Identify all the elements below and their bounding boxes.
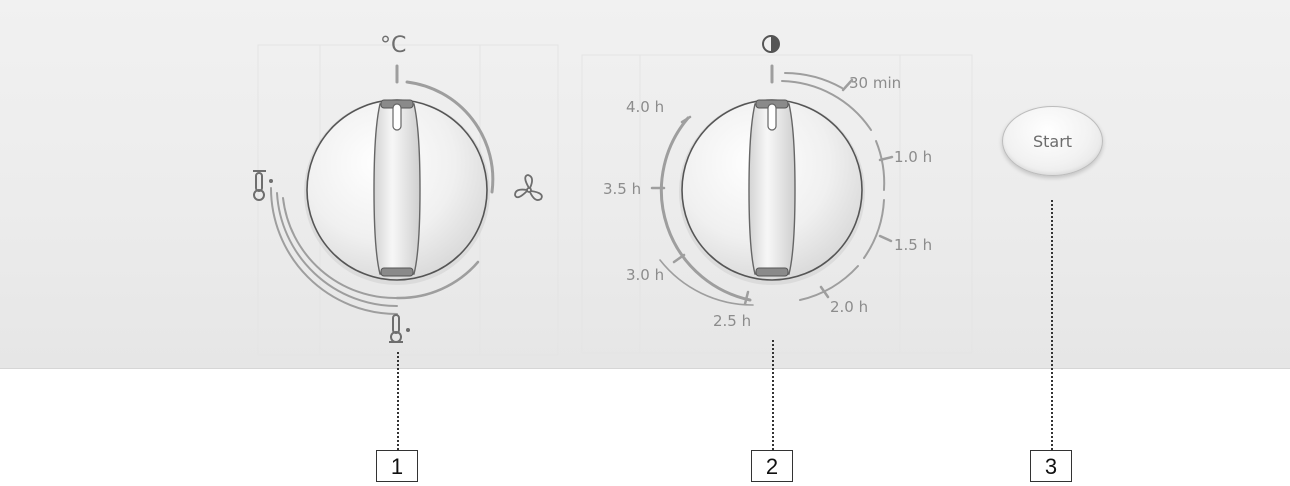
- panel-graphics: [253, 35, 973, 356]
- timer-mark-2h: 2.0 h: [830, 298, 869, 316]
- fan-icon: [514, 174, 543, 201]
- callout-line-3: [1051, 200, 1053, 450]
- oven-function-knob[interactable]: [304, 99, 490, 285]
- callout-line-1: [397, 352, 399, 450]
- half-circle-icon: [762, 35, 780, 53]
- timer-mark-4h: 4.0 h: [626, 98, 665, 116]
- callout-1: 1: [376, 450, 418, 482]
- celsius-symbol: °C: [380, 33, 407, 58]
- timer-mark-1-5h: 1.5 h: [894, 236, 933, 254]
- control-panel: °C 30 min 1.0 h 1.5 h 2.0 h 2.5 h 3.0 h …: [0, 0, 1290, 369]
- callout-line-2: [772, 340, 774, 450]
- callout-2: 2: [751, 450, 793, 482]
- timer-mark-2-5h: 2.5 h: [713, 312, 752, 330]
- start-button[interactable]: Start: [1002, 106, 1103, 176]
- timer-mark-3h: 3.0 h: [626, 266, 665, 284]
- timer-scale: [650, 64, 894, 306]
- thermometer-top-heat-icon: [253, 170, 273, 201]
- callout-3: 3: [1030, 450, 1072, 482]
- timer-mark-3-5h: 3.5 h: [603, 180, 642, 198]
- timer-mark-30min: 30 min: [849, 74, 902, 92]
- oven-function-scale: [270, 64, 495, 315]
- thermometer-bottom-heat-icon: [389, 314, 410, 343]
- timer-mark-1h: 1.0 h: [894, 148, 933, 166]
- timer-knob[interactable]: [679, 99, 865, 285]
